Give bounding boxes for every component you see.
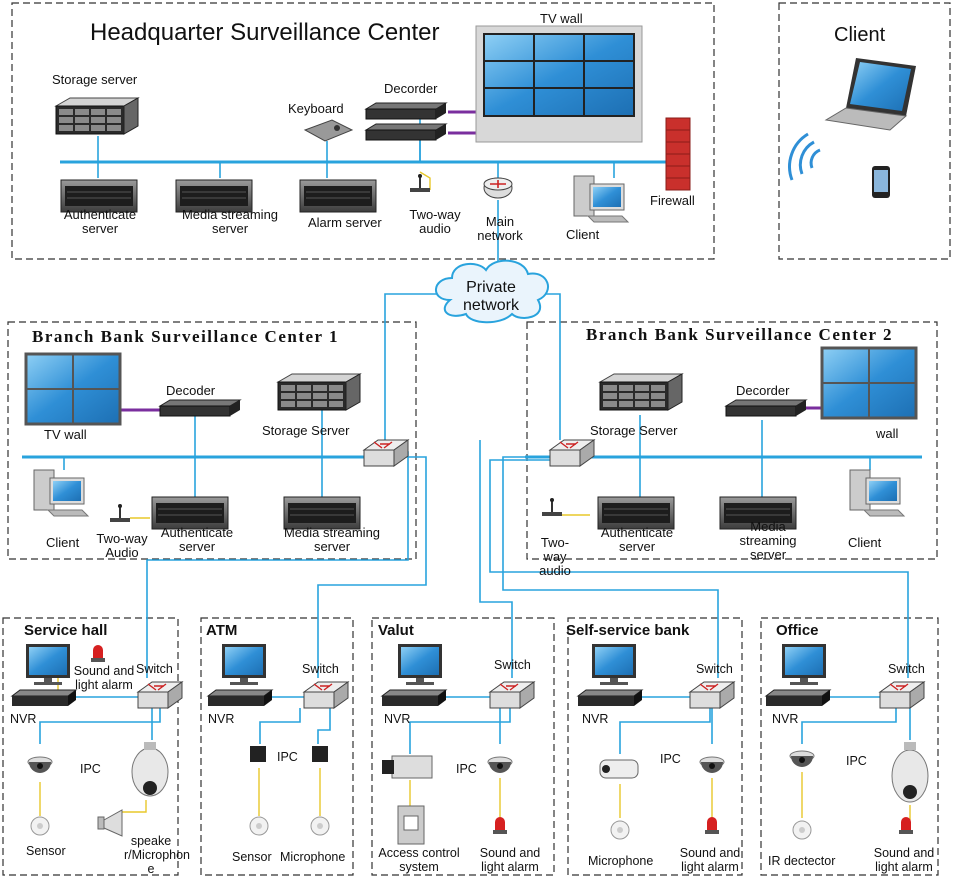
branch1-switch [363, 439, 409, 467]
site-office-alarm-label: Sound and light alarm [873, 846, 935, 874]
private-network-label: Private network [462, 279, 520, 314]
hq-client-label: Client [566, 227, 600, 242]
hq-keyboard [303, 119, 354, 142]
site-service-hall-nvr-label: NVR [10, 712, 37, 726]
firewall-icon [665, 117, 691, 191]
site-vault-title: Valut [378, 622, 414, 639]
branch1-authenticate-label: Authenticate server [160, 525, 234, 554]
site-vault-access-control-label: Access control system [378, 846, 460, 874]
site-service-hall-switch-label: Switch [136, 662, 173, 676]
hq-media-streaming-label: Media streaming server [181, 207, 279, 236]
hq-two-way-audio-label: Two-way audio [409, 207, 461, 236]
branch1-decoder [159, 399, 241, 417]
site-atm-devices [207, 644, 349, 836]
site-atm-title: ATM [206, 622, 238, 639]
site-vault-devices [381, 644, 535, 845]
branch1-decoder-label: Decoder [166, 383, 216, 398]
branch1-tv-wall-label: TV wall [44, 427, 87, 442]
hq-client-pc [573, 175, 629, 223]
site-service-hall-speaker-label: speake r/Microphon e [124, 834, 190, 876]
site-vault-nvr-label: NVR [384, 712, 411, 726]
hq-main-network-label: Main network [477, 214, 523, 243]
branch2-client-pc [849, 469, 905, 517]
site-self-service-title: Self-service bank [566, 622, 690, 639]
site-office-ipc-label: IPC [846, 754, 867, 768]
site-service-hall-ipc-label: IPC [80, 762, 101, 776]
branch2-two-way-audio [541, 497, 563, 517]
site-office-nvr-label: NVR [772, 712, 799, 726]
branch2-tv-wall-label: wall [876, 426, 899, 441]
site-vault-switch-label: Switch [494, 658, 531, 672]
hq-main-network-router [483, 177, 513, 199]
hq-tv-wall [475, 25, 643, 143]
branch2-decoder-label: Decorder [736, 383, 790, 398]
site-office-title: Office [776, 622, 819, 639]
site-atm-ipc-label: IPC [277, 750, 298, 764]
hq-tv-wall-label: TV wall [540, 11, 583, 26]
smartphone-icon [872, 166, 890, 198]
hq-storage-server [55, 97, 139, 135]
site-atm-microphone-label: Microphone [280, 850, 346, 864]
branch1-storage-server-label: Storage Server [262, 423, 350, 438]
site-service-hall-title: Service hall [24, 622, 108, 639]
site-self-service-alarm-label: Sound and light alarm [679, 846, 741, 874]
branch1-client-label: Client [46, 535, 80, 550]
branch2-media-streaming-label: Media streaming server [739, 519, 797, 562]
branch1-client-pc [33, 469, 89, 517]
branch1-media-streaming-label: Media streaming server [283, 525, 381, 554]
laptop-icon [824, 58, 916, 131]
site-vault-alarm-label: Sound and light alarm [479, 846, 541, 874]
branch2-switch [549, 439, 595, 467]
branch1-tv-wall [24, 352, 122, 426]
wifi-icon [788, 132, 821, 181]
private-network-cloud [435, 259, 550, 324]
site-office-devices [765, 644, 929, 840]
client-box-title: Client [834, 24, 886, 46]
branch1-storage-server [277, 373, 361, 411]
site-service-hall-sensor-label: Sensor [26, 844, 66, 858]
site-self-service-microphone-label: Microphone [588, 854, 654, 868]
hq-title: Headquarter Surveillance Center [90, 19, 440, 46]
site-atm-sensor-label: Sensor [232, 850, 272, 864]
branch2-tv-wall [820, 346, 918, 420]
branch1-two-way-audio-label: Two-way Audio [96, 531, 148, 560]
branch2-two-way-audio-label: Two- way audio [539, 535, 571, 578]
hq-decoder-label: Decorder [384, 81, 438, 96]
branch2-authenticate-label: Authenticate server [600, 525, 674, 554]
site-office-ir-detector-label: IR dectector [768, 854, 836, 868]
site-service-hall-alarm-label: Sound and light alarm [73, 664, 135, 692]
branch1-two-way-audio [109, 503, 131, 523]
branch2-title: Branch Bank Surveillance Center 2 [586, 325, 894, 344]
branch2-decoder [725, 399, 807, 417]
site-vault-ipc-label: IPC [456, 762, 477, 776]
branch2-storage-server [599, 373, 683, 411]
hq-alarm-server-label: Alarm server [308, 215, 382, 230]
hq-authenticate-label: Authenticate server [63, 207, 137, 236]
branch1-title: Branch Bank Surveillance Center 1 [32, 327, 340, 346]
site-self-service-bank-devices [577, 644, 735, 840]
branch2-storage-server-label: Storage Server [590, 423, 678, 438]
hq-firewall-label: Firewall [650, 193, 695, 208]
site-atm-switch-label: Switch [302, 662, 339, 676]
hq-decoder [365, 102, 447, 141]
site-self-service-ipc-label: IPC [660, 752, 681, 766]
branch2-client-label: Client [848, 535, 882, 550]
hq-alarm-server [299, 179, 377, 213]
site-atm-nvr-label: NVR [208, 712, 235, 726]
hq-storage-server-label: Storage server [52, 72, 138, 87]
hq-keyboard-label: Keyboard [288, 101, 344, 116]
site-office-switch-label: Switch [888, 662, 925, 676]
site-self-service-switch-label: Switch [696, 662, 733, 676]
site-service-hall-devices [11, 644, 183, 837]
site-self-service-nvr-label: NVR [582, 712, 609, 726]
